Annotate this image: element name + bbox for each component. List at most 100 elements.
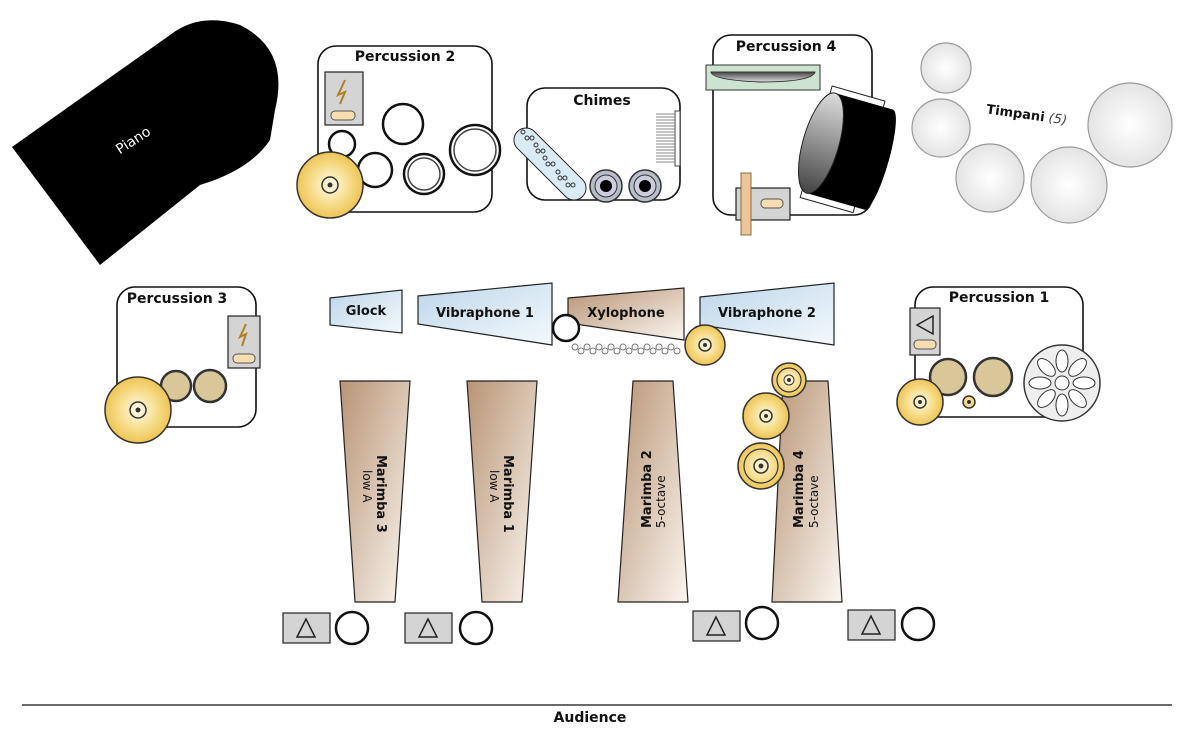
bead-chain xyxy=(571,343,681,355)
marimba-3-range: low A xyxy=(360,470,374,503)
triangle-icon xyxy=(295,617,317,638)
petal xyxy=(1072,376,1096,390)
stand-4 xyxy=(847,606,936,642)
bead xyxy=(577,347,585,355)
stand-light-icon xyxy=(330,110,356,121)
glock-shape xyxy=(329,289,403,334)
percussion-1-station: Percussion 1 xyxy=(896,286,1101,426)
bead xyxy=(625,347,633,355)
timpani-station: Timpani (5) xyxy=(911,42,1173,224)
bead xyxy=(601,347,609,355)
bass-drum xyxy=(798,85,896,214)
petal xyxy=(1055,393,1069,417)
lightning-icon xyxy=(335,79,347,105)
timpani-drum xyxy=(955,143,1025,213)
timpani-drum xyxy=(920,42,972,94)
marimba-1-range: low A xyxy=(487,470,501,503)
triangle-icon xyxy=(860,614,882,635)
vibraphone-1-label: Vibraphone 1 xyxy=(436,306,534,321)
triangle-icon xyxy=(417,617,439,638)
bead xyxy=(637,347,645,355)
glock-label: Glock xyxy=(346,304,387,319)
vibraphone-2: Vibraphone 2 xyxy=(699,282,835,346)
drum xyxy=(900,606,936,642)
xylophone: Xylophone xyxy=(551,287,685,355)
petal xyxy=(1037,358,1056,377)
stand-1 xyxy=(282,610,370,646)
percussion-2-label: Percussion 2 xyxy=(355,49,456,65)
triangle-icon xyxy=(705,615,727,636)
percussion-4-station: Percussion 4 xyxy=(705,34,896,236)
drum xyxy=(448,123,502,177)
triangle-icon xyxy=(915,314,934,336)
cymbal-stack xyxy=(737,362,807,490)
svg-text:Marimba 1: Marimba 1 xyxy=(500,455,515,533)
percussion-2-station: Percussion 2 xyxy=(296,45,502,219)
piano: Piano xyxy=(12,20,279,265)
drum xyxy=(551,313,581,343)
marimba-1-label: Marimba 1 xyxy=(500,455,515,533)
chimes-label: Chimes xyxy=(573,93,630,109)
timpani-count: (5) xyxy=(1048,111,1068,128)
vibraphone-1-shape xyxy=(417,282,553,346)
petal xyxy=(1028,376,1052,390)
drum xyxy=(381,102,425,146)
bead xyxy=(655,343,663,351)
drum xyxy=(458,610,494,646)
marimba-3-label: Marimba 3 xyxy=(373,455,388,533)
drum xyxy=(334,610,370,646)
petal xyxy=(1055,349,1069,373)
bead xyxy=(661,347,669,355)
marimba-2-label: Marimba 2 xyxy=(640,450,655,528)
timpani-label: Timpani xyxy=(985,102,1045,125)
bead xyxy=(589,347,597,355)
timpani-drum xyxy=(911,98,971,158)
bead xyxy=(613,347,621,355)
timpani-drum xyxy=(1030,146,1108,224)
bead xyxy=(571,343,579,351)
drum xyxy=(192,368,228,404)
vibraphone-1: Vibraphone 1 xyxy=(417,282,553,346)
marimba-4: Marimba 4 5-octave xyxy=(771,380,843,603)
vibraphone-2-label: Vibraphone 2 xyxy=(718,306,816,321)
percussion-4-label: Percussion 4 xyxy=(736,39,837,55)
xylophone-label: Xylophone xyxy=(587,306,665,321)
vibraphone-2-shape xyxy=(699,282,835,346)
svg-text:Marimba 3: Marimba 3 xyxy=(373,455,388,533)
drum xyxy=(402,152,446,196)
petal xyxy=(1037,389,1056,408)
petal xyxy=(1068,358,1087,377)
marimba-4-range: 5-octave xyxy=(807,475,821,528)
timpani-drum xyxy=(1087,82,1173,168)
petal-center xyxy=(1054,375,1070,391)
drum xyxy=(972,356,1014,398)
wood-block xyxy=(740,172,752,236)
marimba-4-label: Marimba 4 xyxy=(792,450,807,528)
petal xyxy=(1068,389,1087,408)
percussion-1-label: Percussion 1 xyxy=(949,290,1050,306)
bead xyxy=(649,347,657,355)
audience-label: Audience xyxy=(554,710,627,726)
percussion-3-station: Percussion 3 xyxy=(104,286,261,444)
marimba-2: Marimba 2 5-octave xyxy=(617,380,689,603)
petal-pattern xyxy=(1028,349,1096,417)
stand-2 xyxy=(404,610,494,646)
chime-comb xyxy=(656,110,681,167)
bead xyxy=(583,343,591,351)
bead xyxy=(595,343,603,351)
chime-tubes xyxy=(520,129,576,188)
glock: Glock xyxy=(329,289,403,334)
stand-3 xyxy=(692,605,780,642)
marimba-3: Marimba 3 low A xyxy=(339,380,411,603)
bead xyxy=(673,347,681,355)
drum xyxy=(928,357,968,397)
bead xyxy=(643,343,651,351)
percussion-3-label: Percussion 3 xyxy=(127,291,228,307)
bead xyxy=(619,343,627,351)
bead xyxy=(667,343,675,351)
bead xyxy=(607,343,615,351)
lightning-icon xyxy=(237,323,248,347)
chimes-station: Chimes xyxy=(513,87,681,203)
drum xyxy=(744,605,780,641)
